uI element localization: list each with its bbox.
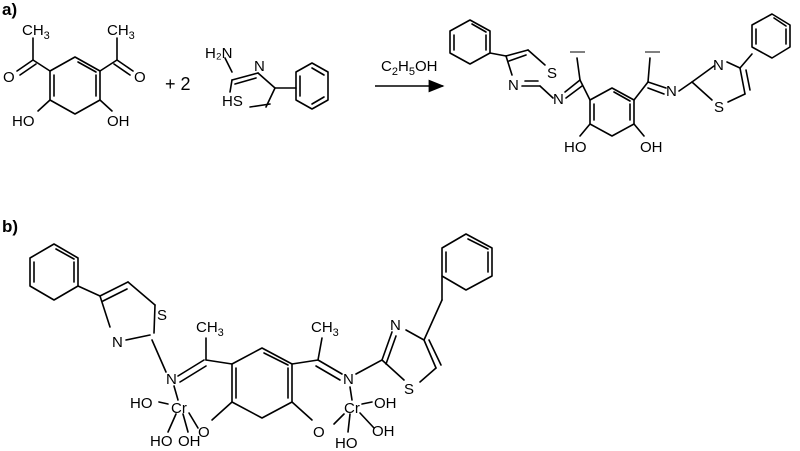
ring-nitrogen-label: N [254, 58, 265, 75]
ring-sulfur-label: HS [222, 93, 243, 110]
complex-oxygen-left: O [198, 424, 210, 441]
complex-nitrogen-right-ring: N [390, 317, 401, 334]
product-sulfur-right: S [714, 99, 724, 116]
product-methyl-left: — [570, 43, 585, 60]
product-imine-right: N [666, 83, 677, 100]
reactant-aminothiazole: H₂N N HS [205, 45, 329, 110]
complex-oxygen-right: O [313, 424, 325, 441]
complex-nitrogen-left-ring: N [112, 334, 123, 351]
hydroxyl-right-label: OH [107, 113, 130, 130]
amine-label: H₂N [205, 45, 233, 62]
hydroxyl-left-label: HO [12, 113, 35, 130]
chromium-complex: S N N CH3 O O CH3 N N S [29, 233, 493, 451]
complex-hydroxyl-left-2: HO [150, 433, 173, 450]
product-nitrogen-left: N [508, 77, 519, 94]
panel-a-label: a) [2, 0, 17, 19]
complex-chromium-right: Cr [344, 400, 360, 417]
complex-hydroxyl-right-2: OH [372, 423, 395, 440]
reactant-diacetylresorcinol: CH3 O CH3 O HO OH [3, 22, 146, 130]
methyl-right-label: CH3 [107, 22, 135, 42]
plus-stoichiometry: + 2 [165, 74, 191, 94]
complex-chromium-left: Cr [171, 400, 187, 417]
methyl-left-label: CH3 [22, 22, 50, 42]
complex-nitrogen-right-imine: N [343, 371, 354, 388]
carbonyl-oxygen-left: O [3, 69, 15, 86]
complex-sulfur-left: S [157, 307, 167, 324]
complex-hydroxyl-right-3: HO [335, 435, 358, 451]
panel-b-label: b) [2, 217, 18, 236]
product-hydroxyl-left: HO [564, 139, 587, 156]
product-methyl-right: — [645, 43, 660, 60]
complex-methyl-left: CH3 [196, 319, 224, 339]
product-sulfur-left: S [547, 65, 557, 82]
complex-hydroxyl-left-1: HO [130, 395, 153, 412]
carbonyl-oxygen-right: O [134, 69, 146, 86]
product-nitrogen-right: N [713, 57, 724, 74]
complex-methyl-right: CH3 [311, 319, 339, 339]
product-schiff-base: S N N — HO OH — N N S [449, 13, 791, 156]
complex-nitrogen-left-imine: N [166, 371, 177, 388]
product-hydroxyl-right: OH [640, 139, 663, 156]
complex-hydroxyl-left-3: OH [178, 433, 201, 450]
complex-sulfur-right: S [404, 381, 414, 398]
solvent-label: C2H5OH [381, 58, 437, 78]
product-imine-left: N [553, 91, 564, 108]
complex-hydroxyl-right-1: OH [374, 395, 397, 412]
